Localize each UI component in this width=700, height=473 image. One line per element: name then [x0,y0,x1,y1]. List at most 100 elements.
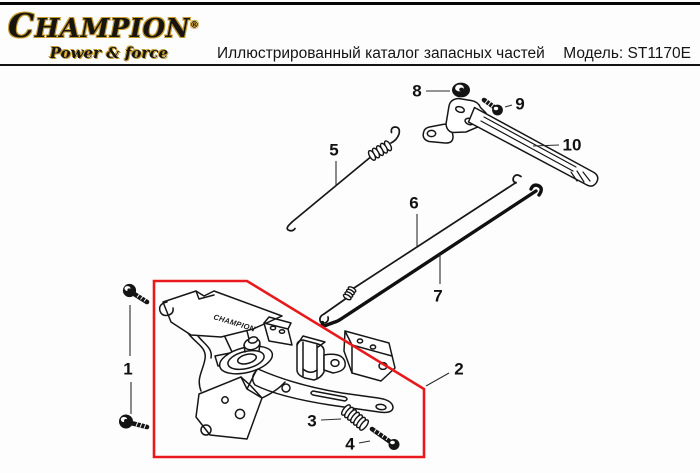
mounting-foot [195,376,263,440]
lever-arm [251,368,394,414]
clevis-inner-arc [302,368,318,373]
part-7-control-rod [320,183,543,328]
rod-top-hook [529,183,543,197]
hole [356,338,364,344]
blade-slot-edge [480,120,574,172]
thread-tick [139,422,143,428]
rod-shaft [323,297,347,315]
bolt-head-highlight [493,106,499,111]
hole [234,408,246,420]
thread-tick [487,101,492,106]
callout-leader-line [358,440,371,444]
bracket-left-leg-inner [197,335,213,359]
rod-bottom-hook [286,221,296,232]
coil-loop [367,149,377,161]
part-8-cap-nut [452,82,470,98]
bracket-top-plate [162,290,283,338]
clevis-inner-line [302,341,318,379]
part-5-spring-rod [286,126,401,232]
plate-fold-line [195,290,215,300]
coil-loop [358,419,370,431]
bracket-left-leg [187,332,206,392]
thread-tick [143,297,148,302]
hole [369,344,377,350]
pivot-stem [243,343,261,353]
thread-tick [381,432,386,438]
callout-label-10: 10 [563,136,582,155]
hole [330,358,340,368]
pivot-ring [227,349,265,371]
thread-tick [373,427,378,433]
part-3-spring [340,404,370,431]
clevis-flange [296,335,326,348]
registered-mark: ® [189,20,200,31]
arm-tip-slot [375,403,387,411]
callout-label-5: 5 [329,141,338,160]
thread-tick [135,421,139,427]
callout-label-7: 7 [433,287,442,306]
part-1-bolts [119,283,150,430]
thread-tick [136,293,141,298]
callout-label-4: 4 [345,435,355,454]
top-border-line [0,2,700,5]
highlight-box [152,279,426,459]
callout-label-9: 9 [515,95,524,114]
arm-slot [310,390,348,402]
foot-fold-line [240,370,263,399]
brand-logo: CHAMPION® Power & force [8,8,199,63]
callout-label-8: 8 [412,82,421,101]
hole [454,105,466,114]
rod-shaft [353,181,517,289]
bolt-head-highlight [390,440,395,445]
hole [200,424,212,436]
callout-label-1: 1 [123,360,132,379]
rod-top-hook [390,126,401,144]
callout-leader-line [532,144,560,147]
blade-hatch [570,171,578,182]
hole [269,325,277,331]
part-6-throttle-rod [318,174,522,325]
thread-tick [377,430,382,436]
bolt-head-center [127,288,131,292]
pivot-ring [236,353,258,365]
raised-block-top [263,316,292,330]
thread-tick [143,423,147,429]
hole [426,129,437,138]
callout-leader-line [504,104,513,108]
spring-coil [342,286,357,301]
blade-hatch [576,170,585,183]
rod-shaft [291,156,371,223]
blade-hatch [582,171,591,182]
rod-shaft [320,189,538,328]
brand-tagline: Power & force [49,44,168,63]
hole [221,396,229,404]
header-divider [0,64,700,66]
page-title: Иллюстрированный каталог запасных частей [217,45,545,62]
callout-leader-line [320,418,342,421]
spring-coil [367,140,393,161]
callouts-layer: 1 2 3 4 5 6 7 8 9 10 [123,82,581,454]
cap-nut-center [459,87,464,92]
foot-tab-edge [261,381,286,399]
blade-slot-edge [483,116,577,168]
bolt-head-center [124,419,128,423]
thread-tick [385,435,390,441]
bolt-head [388,439,400,450]
callout-label-6: 6 [409,194,418,213]
part-4-bolt [369,426,400,450]
bracket-strut [224,336,233,353]
hole [281,383,291,393]
pivot-base [218,345,274,375]
hole [278,328,286,335]
brand-name-text: CHAMPION [8,6,190,45]
pivot-cap-top [247,336,259,344]
callout-leader-line [425,372,450,387]
bolt-head [492,104,503,116]
model-label: Модель: ST1170E [563,45,691,62]
callout-label-2: 2 [454,360,463,379]
callout-label-3: 3 [307,412,316,431]
brand-name: CHAMPION® [8,8,199,44]
rod-top-hook [512,174,522,184]
raised-block [263,322,293,346]
